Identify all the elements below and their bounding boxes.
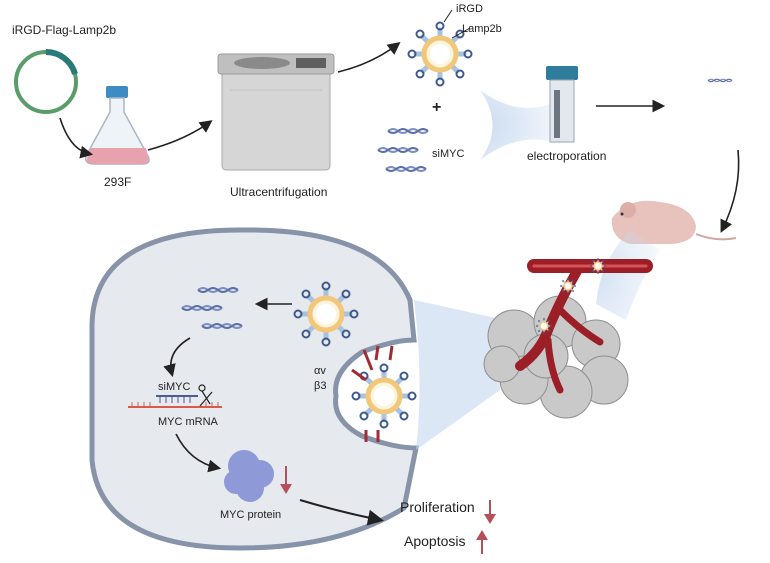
sirna-strand xyxy=(377,147,419,153)
lamp2b-label: Lamp2b xyxy=(462,23,502,35)
exosome-endocytosed-icon xyxy=(353,365,416,428)
sirna-strand xyxy=(385,166,427,172)
lamp2b-pointer xyxy=(451,27,471,39)
beam xyxy=(480,90,560,160)
scissors-icon xyxy=(198,384,213,407)
vessel-exosome-icon xyxy=(535,317,553,335)
arrow-outcome xyxy=(299,499,384,526)
sirna-strand xyxy=(707,78,733,83)
arrow-plasmid-flask xyxy=(59,117,94,159)
integrin-receptor xyxy=(351,345,394,442)
beam-tumor xyxy=(414,300,500,450)
tumor-icon xyxy=(483,295,629,419)
proliferation-label: Proliferation xyxy=(400,499,475,515)
proliferation-down-arrowhead xyxy=(484,514,496,524)
apoptosis-up-arrowhead xyxy=(476,530,488,540)
cuvette-icon xyxy=(546,66,578,143)
arrow-exosome-mouse xyxy=(720,149,740,233)
simyc-top-label: siMYC xyxy=(432,148,464,160)
arrow-centrifuge-exosome xyxy=(337,42,401,73)
myc-mrna-label: MYC mRNA xyxy=(158,416,219,428)
apoptosis-label: Apoptosis xyxy=(404,533,465,549)
flask-icon xyxy=(84,86,150,165)
plasmid-icon xyxy=(14,48,78,114)
cell-line-label: 293F xyxy=(104,175,131,189)
centrifuge-icon xyxy=(217,53,335,171)
exosome-in-cell-icon xyxy=(295,283,358,346)
vessel-exosome-icon xyxy=(589,257,607,275)
irgd-label: iRGD xyxy=(456,3,483,15)
arrow-flask-centrifuge xyxy=(147,120,213,151)
centrifuge-label: Ultracentrifugation xyxy=(230,185,327,199)
beta3-label: β3 xyxy=(314,380,326,392)
arrow-mrna-protein xyxy=(175,433,222,473)
protein-icon xyxy=(224,450,274,502)
electroporation-label: electroporation xyxy=(527,149,606,163)
mrna-strand xyxy=(128,402,222,408)
down-arrowhead-protein xyxy=(280,484,292,494)
sirna-strand xyxy=(387,128,429,134)
simyc-cell-label: siMYC xyxy=(158,381,190,393)
myc-protein-label: MYC protein xyxy=(220,509,281,521)
plus-sign: + xyxy=(432,99,441,116)
vessel-exosome-icon xyxy=(559,277,577,295)
sirna-duplex xyxy=(156,395,198,403)
beam-mouse xyxy=(596,230,660,320)
plasmid-label: iRGD-Flag-Lamp2b xyxy=(12,23,116,37)
arrow-sirna-mrna xyxy=(163,337,191,378)
alpha-v-label: αv xyxy=(314,365,326,377)
irgd-pointer xyxy=(443,9,453,23)
